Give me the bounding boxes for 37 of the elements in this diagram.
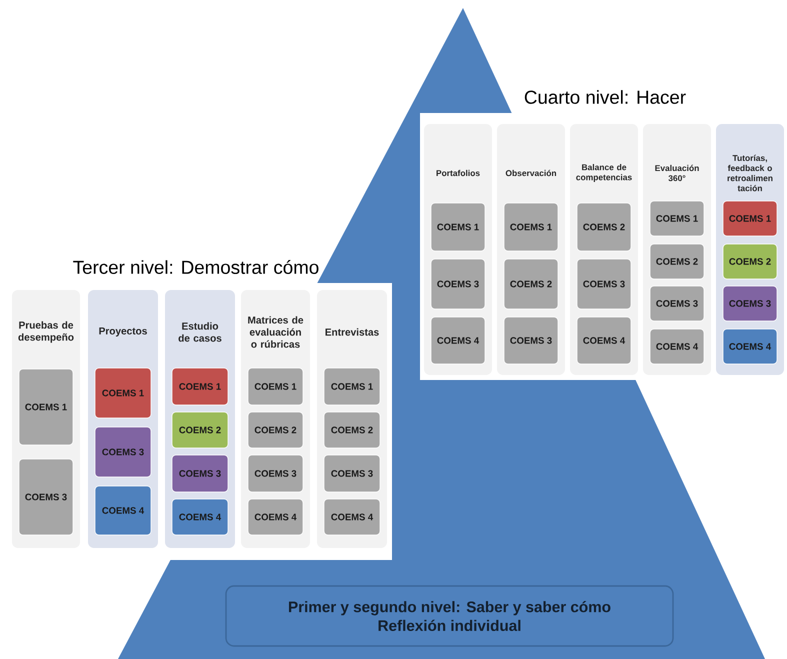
competency-box: COEMS 1 — [18, 368, 74, 446]
competency-box: COEMS 3 — [324, 454, 380, 492]
competency-box: COEMS 1 — [94, 368, 152, 418]
competency-box: COEMS 2 — [324, 412, 380, 448]
level-box: Primer y segundo nivel: Saber y saber cómo Reflexión individual — [225, 585, 674, 647]
competency-box: COEMS 3 — [18, 458, 74, 536]
competency-box: COEMS 2 — [504, 258, 558, 310]
competency-box: COEMS 3 — [172, 454, 228, 492]
competency-box: COEMS 2 — [650, 244, 704, 280]
competency-box: COEMS 4 — [722, 328, 778, 364]
competency-box: COEMS 2 — [576, 202, 632, 252]
competency-box: COEMS 1 — [650, 200, 704, 236]
competency-box: COEMS 4 — [94, 486, 152, 536]
competency-box: COEMS 2 — [722, 244, 778, 280]
competency-box: COEMS 1 — [430, 202, 486, 252]
competency-box: COEMS 1 — [722, 200, 778, 236]
competency-box: COEMS 4 — [324, 498, 380, 536]
level-heading: Cuarto nivel: Hacer — [524, 90, 686, 104]
competency-box: COEMS 1 — [172, 368, 228, 406]
competency-box: COEMS 3 — [722, 286, 778, 322]
competency-box: COEMS 1 — [504, 202, 558, 252]
competency-box: COEMS 4 — [430, 316, 486, 364]
competency-box: COEMS 4 — [248, 498, 304, 536]
competency-box: COEMS 3 — [430, 258, 486, 310]
level-heading: Tercer nivel: Demostrar cómo — [73, 260, 318, 274]
competency-box: COEMS 1 — [248, 368, 304, 406]
competency-box: COEMS 4 — [576, 316, 632, 364]
competency-box: COEMS 3 — [94, 426, 152, 478]
competency-box: COEMS 2 — [172, 412, 228, 448]
competency-box: COEMS 4 — [650, 328, 704, 364]
competency-box: COEMS 3 — [248, 454, 304, 492]
competency-box: COEMS 2 — [248, 412, 304, 448]
competency-box: COEMS 4 — [172, 498, 228, 536]
competency-box: COEMS 3 — [650, 286, 704, 322]
competency-box: COEMS 1 — [324, 368, 380, 406]
competency-box: COEMS 3 — [576, 258, 632, 310]
competency-box: COEMS 3 — [504, 316, 558, 364]
